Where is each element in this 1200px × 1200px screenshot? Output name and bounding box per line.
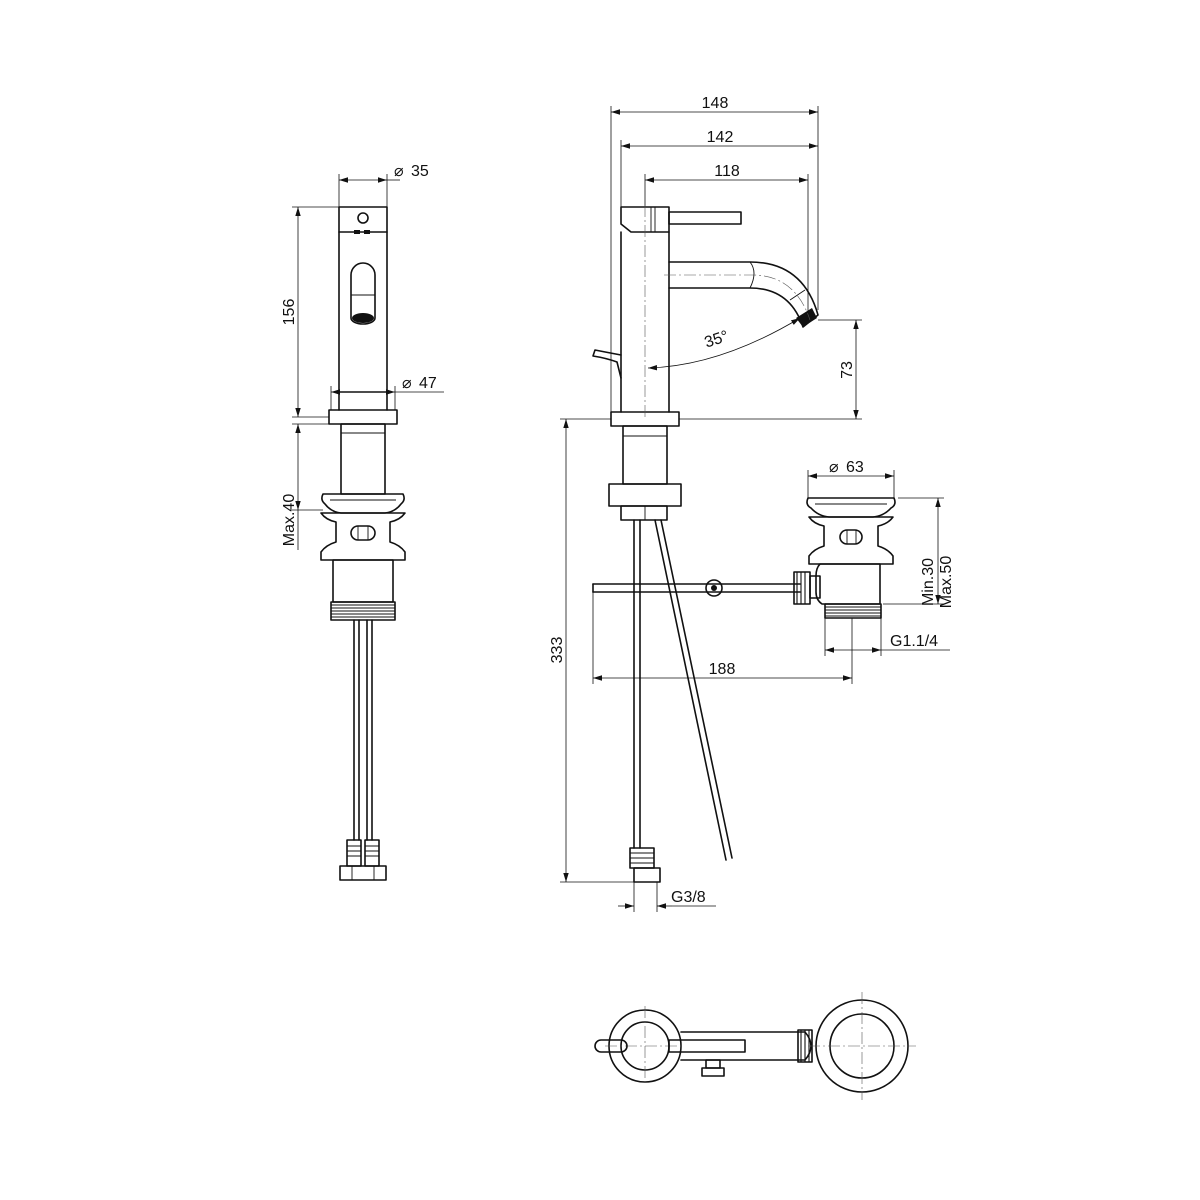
dimension-label-max50: Max.50 — [938, 556, 955, 609]
dimension-h333: 333 — [549, 418, 634, 883]
dimension-label-min30: Min.30 — [920, 558, 937, 606]
dimension-h73: 73 — [679, 319, 862, 420]
dimension-label-w148: 148 — [702, 95, 729, 112]
dimension-d63: ⌀ 63 — [807, 459, 895, 498]
dimension-w188: 188 — [592, 592, 853, 684]
dimension-g38: G3/8 — [618, 882, 716, 912]
dimension-label-angle: 35° — [702, 328, 730, 352]
dimension-min-max: Min.30 Max.50 — [883, 497, 955, 609]
dimension-label-w118: 118 — [714, 163, 740, 180]
dimension-label-w188: 188 — [709, 661, 736, 678]
dimension-label-h156: 156 — [281, 299, 298, 326]
dimension-g114: G1.1/4 — [824, 618, 950, 656]
dimension-h156: 156 — [281, 206, 339, 418]
top-view — [594, 992, 916, 1100]
dimension-label-d35: 35 — [411, 163, 429, 180]
dimension-label-max40: Max.40 — [281, 494, 298, 547]
dimension-label-w142: 142 — [707, 129, 734, 146]
dimension-w118: 118 — [644, 163, 809, 312]
dimension-label-g38: G3/8 — [671, 889, 706, 906]
dimension-label-d63: 63 — [846, 459, 864, 476]
dimension-label-h73: 73 — [839, 361, 856, 379]
diameter-symbol: ⌀ — [829, 459, 839, 476]
dimension-angle: 35° — [644, 205, 801, 420]
dimension-d35: ⌀ 35 — [338, 163, 429, 207]
diameter-symbol: ⌀ — [402, 375, 412, 392]
dimension-label-h333: 333 — [549, 637, 566, 664]
dimension-max40: Max.40 — [281, 423, 329, 550]
dimension-label-d47: 47 — [419, 375, 437, 392]
waste-view: ⌀ 63 Min.30 Max.50 G1.1/4 188 — [592, 459, 955, 684]
diameter-symbol: ⌀ — [394, 163, 404, 180]
front-view-body — [320, 206, 406, 881]
dimension-w142: 142 — [620, 129, 818, 207]
side-view-body — [592, 206, 819, 883]
dimension-w148: 148 — [610, 95, 819, 412]
dimension-label-g114: G1.1/4 — [890, 633, 938, 650]
front-view: ⌀ 35 156 ⌀ 47 Max.40 — [281, 163, 444, 881]
dimension-d47: ⌀ 47 — [330, 375, 444, 410]
waste-body — [806, 497, 896, 619]
side-view: 148 142 118 35° 73 — [549, 95, 862, 912]
